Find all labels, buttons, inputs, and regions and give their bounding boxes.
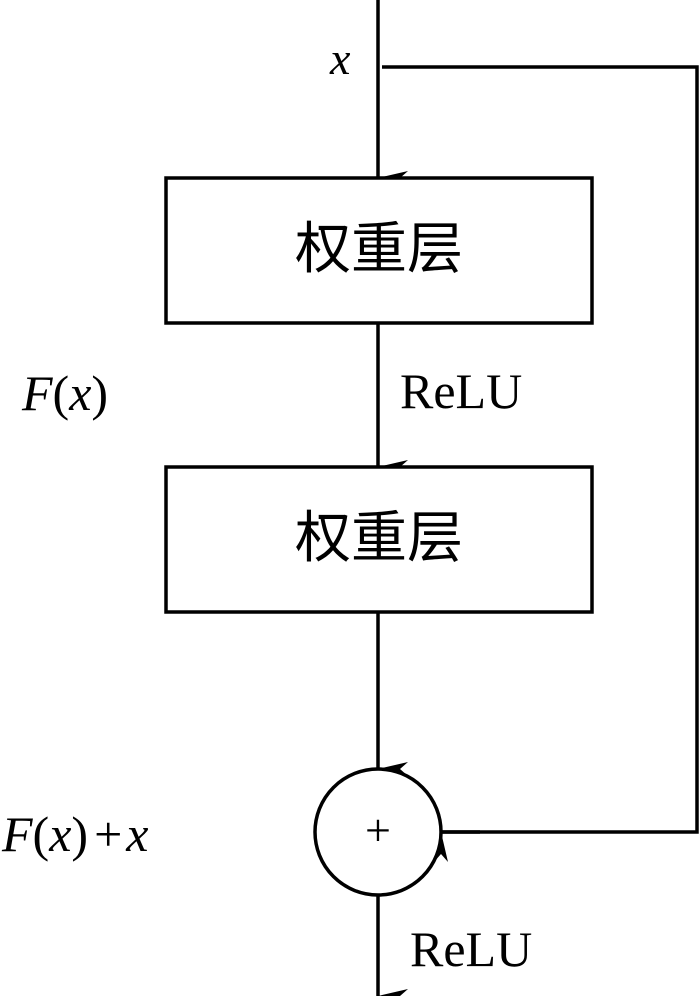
input-label: x xyxy=(329,33,351,84)
weight-layer-2-label: 权重层 xyxy=(295,506,463,571)
weight-layer-1: 权重层 xyxy=(164,176,594,325)
sum-node: + xyxy=(313,767,443,897)
relu-label-output: ReLU xyxy=(410,921,532,977)
weight-layer-1-label: 权重层 xyxy=(295,217,463,282)
skip-connection-line xyxy=(382,65,699,834)
weight-layer-2: 权重层 xyxy=(164,465,594,614)
residual-function-label: F(x) xyxy=(21,365,108,421)
sum-symbol: + xyxy=(365,805,391,856)
sum-label: F(x)+x xyxy=(1,806,148,862)
relu-label-middle: ReLU xyxy=(400,363,522,419)
